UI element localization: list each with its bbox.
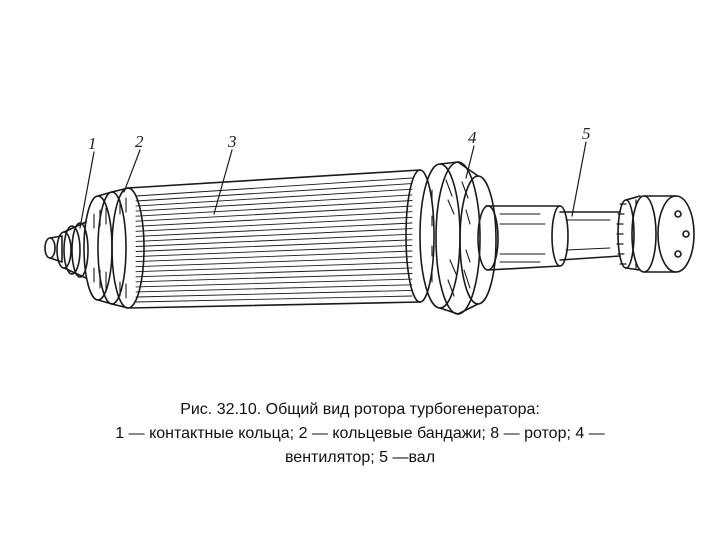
- caption-line-2: 1 — контактные кольца; 2 — кольцевые бан…: [115, 425, 605, 442]
- callout-2-ring-bandage: 2: [135, 132, 144, 151]
- callout-4-fan: 4: [468, 128, 477, 147]
- callout-1-contact-rings: 1: [88, 134, 97, 153]
- leader-lines: [79, 141, 587, 229]
- fan: [419, 161, 497, 315]
- ring-bandage: [83, 187, 145, 309]
- contact-rings: [44, 221, 89, 279]
- callout-5-shaft: 5: [582, 124, 591, 143]
- shaft: [477, 205, 621, 271]
- caption-line-3: вентилятор; 5 —вал: [284, 449, 436, 466]
- rotor-body: [127, 169, 435, 309]
- shaft-coupling: [616, 195, 695, 273]
- rotor-illustration: [44, 141, 695, 315]
- figure-caption: Рис. 32.10. Общий вид ротора турбогенера…: [40, 398, 680, 470]
- caption-line-1: Рис. 32.10. Общий вид ротора турбогенера…: [180, 401, 540, 418]
- callout-3-rotor: 3: [228, 132, 237, 151]
